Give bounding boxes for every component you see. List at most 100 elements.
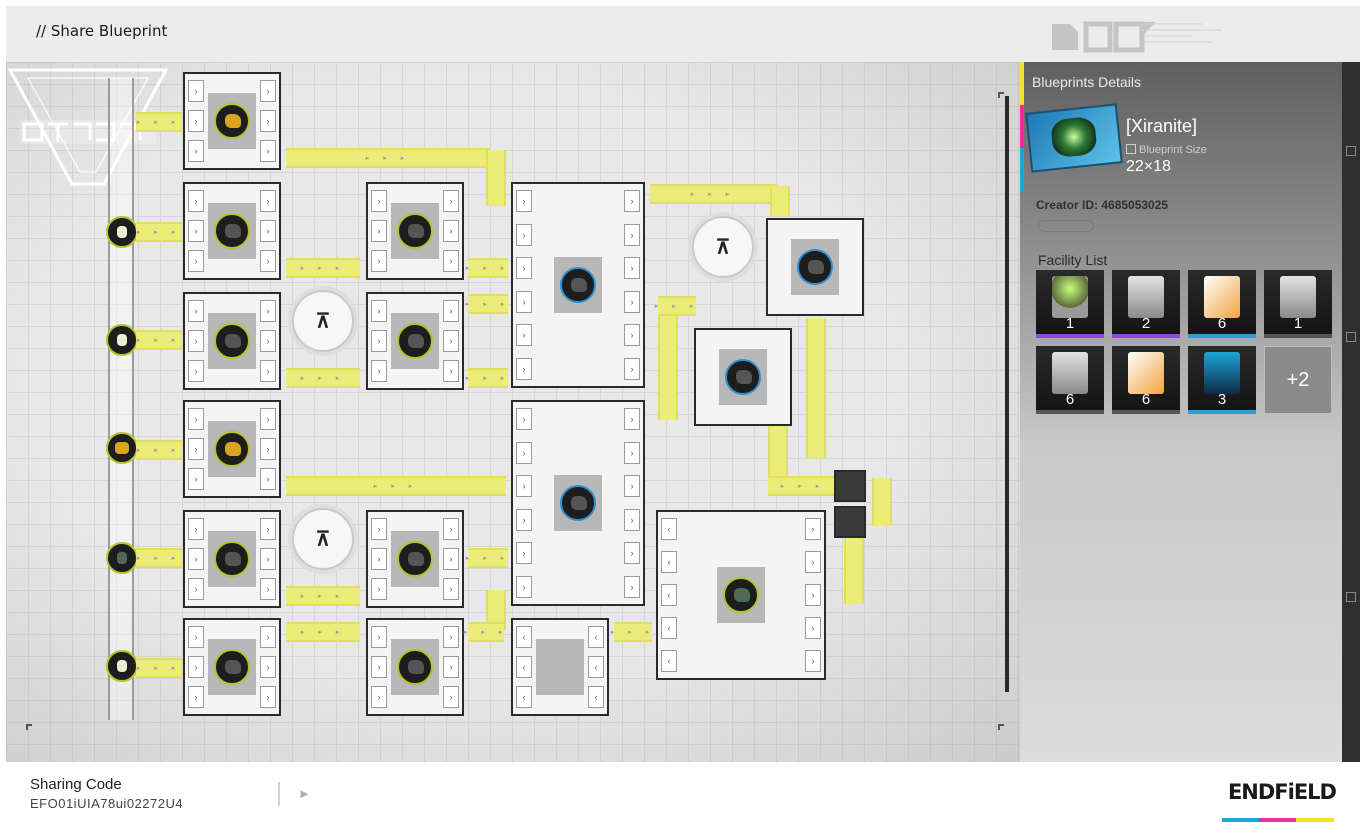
sharing-code-value[interactable]: EFO01iUIA78ui02272U4 <box>30 796 184 811</box>
conveyor-belt[interactable] <box>614 622 652 642</box>
node-plant[interactable] <box>106 650 138 682</box>
facility-tile[interactable]: 1 <box>1036 270 1104 338</box>
brand-color-bar <box>1222 818 1334 822</box>
conveyor-belt[interactable] <box>486 150 506 206</box>
facility-grid: 1 2 6 1 6 6 3 +2 <box>1036 270 1332 414</box>
conveyor-belt[interactable] <box>468 548 508 568</box>
divider <box>278 782 280 806</box>
conveyor-belt[interactable] <box>136 658 182 678</box>
processing-unit[interactable] <box>694 328 792 426</box>
node-gold-ore[interactable] <box>106 432 138 464</box>
signal-icon: ⊼ <box>715 236 731 259</box>
synthesis-unit[interactable]: ›››››› ›››››› <box>511 182 645 388</box>
conveyor-belt[interactable] <box>468 368 508 388</box>
creator-badge <box>1038 220 1094 232</box>
crushing-unit[interactable]: ››› ››› <box>366 182 464 280</box>
conveyor-belt[interactable] <box>650 184 776 204</box>
node-plant[interactable] <box>106 216 138 248</box>
power-pylon[interactable]: ⊼ <box>292 508 354 570</box>
blueprint-thumbnail <box>1025 103 1123 173</box>
conveyor-belt[interactable] <box>872 478 892 526</box>
conveyor-belt[interactable] <box>806 318 826 458</box>
conveyor-belt[interactable] <box>286 476 506 496</box>
signal-icon: ⊼ <box>315 310 331 333</box>
conveyor-belt[interactable] <box>136 222 182 242</box>
refining-unit[interactable]: ››› ››› <box>183 292 281 390</box>
edit-icon[interactable] <box>1346 592 1356 602</box>
facility-count: 6 <box>1217 315 1227 332</box>
refining-unit[interactable]: ››› ››› <box>183 400 281 498</box>
play-icon[interactable]: ► <box>298 786 311 801</box>
refinery-icon <box>1052 276 1088 318</box>
facility-tile[interactable]: 2 <box>1112 270 1180 338</box>
relay-icon <box>1204 352 1240 394</box>
facility-tile[interactable]: 6 <box>1112 346 1180 414</box>
power-pylon[interactable]: ⊼ <box>692 216 754 278</box>
accent-stripe <box>1020 62 1024 192</box>
crushing-unit[interactable]: ››› ››› <box>366 510 464 608</box>
corner-bracket <box>998 92 1004 98</box>
packer-icon <box>1204 276 1240 318</box>
refining-unit[interactable]: ››› ››› <box>183 618 281 716</box>
refining-unit[interactable]: ››› ››› <box>183 510 281 608</box>
details-heading: Blueprints Details <box>1032 74 1141 90</box>
brand-mark-icon <box>1052 21 1156 53</box>
facility-count: 3 <box>1217 391 1227 408</box>
blueprint-details-panel: Blueprints Details [Xiranite] Blueprint … <box>1020 62 1342 762</box>
storage-unit[interactable]: ‹‹‹ ‹‹‹ <box>511 618 609 716</box>
conveyor-belt[interactable] <box>286 368 360 388</box>
synthesis-unit[interactable]: ›››››› ›››››› <box>511 400 645 606</box>
belt-merger[interactable] <box>834 470 866 502</box>
storage-icon <box>1280 276 1316 318</box>
conveyor-belt[interactable] <box>486 590 506 630</box>
refining-unit[interactable]: ››› ››› <box>183 72 281 170</box>
conveyor-belt[interactable] <box>658 296 696 316</box>
node-green-ore[interactable] <box>106 542 138 574</box>
more-facilities-button[interactable]: +2 <box>1264 346 1332 414</box>
refinery-core[interactable]: ‹‹‹‹‹ ››››› <box>656 510 826 680</box>
conveyor-belt[interactable] <box>136 112 182 132</box>
resize-icon <box>1126 144 1136 154</box>
conveyor-belt[interactable] <box>136 548 182 568</box>
node-plant[interactable] <box>106 324 138 356</box>
conveyor-belt[interactable] <box>844 530 864 604</box>
conveyor-belt[interactable] <box>286 148 490 168</box>
facility-list-heading: Facility List <box>1038 252 1108 268</box>
conveyor-belt[interactable] <box>136 440 182 460</box>
belt-merger[interactable] <box>834 506 866 538</box>
power-pylon[interactable]: ⊼ <box>292 290 354 352</box>
edit-icon[interactable] <box>1346 146 1356 156</box>
conveyor-belt[interactable] <box>286 586 360 606</box>
conveyor-belt[interactable] <box>468 258 508 278</box>
decorative-lines-icon <box>1142 23 1222 43</box>
facility-count: 2 <box>1141 315 1151 332</box>
conveyor-belt[interactable] <box>658 300 678 420</box>
facility-tile[interactable]: 1 <box>1264 270 1332 338</box>
corner-bracket <box>26 724 32 730</box>
conveyor-belt[interactable] <box>770 186 790 216</box>
crushing-unit[interactable]: ››› ››› <box>366 292 464 390</box>
facility-tile[interactable]: 6 <box>1188 270 1256 338</box>
conveyor-belt[interactable] <box>468 622 504 642</box>
edit-icon[interactable] <box>1346 332 1356 342</box>
facility-count: 1 <box>1065 315 1075 332</box>
processing-unit[interactable] <box>766 218 864 316</box>
canvas-scrollbar[interactable] <box>1005 96 1009 692</box>
facility-tile[interactable]: 3 <box>1188 346 1256 414</box>
conveyor-belt[interactable] <box>286 622 360 642</box>
supply-spine <box>108 78 134 720</box>
blueprint-size-label: Blueprint Size <box>1126 144 1207 156</box>
conveyor-belt[interactable] <box>468 294 508 314</box>
conveyor-belt[interactable] <box>768 476 838 496</box>
conveyor-belt[interactable] <box>136 330 182 350</box>
bottom-bar: Sharing Code EFO01iUIA78ui02272U4 ► ENDF… <box>0 762 1366 824</box>
conveyor-belt[interactable] <box>286 258 360 278</box>
crushing-unit[interactable]: ››› ››› <box>366 618 464 716</box>
sharing-code-label: Sharing Code <box>30 776 122 793</box>
top-bar: // Share Blueprint <box>6 6 1360 62</box>
size-label-text: Blueprint Size <box>1139 144 1207 156</box>
facility-tile[interactable]: 6 <box>1036 346 1104 414</box>
refining-unit[interactable]: ››› ››› <box>183 182 281 280</box>
blueprint-size: 22×18 <box>1126 158 1171 175</box>
